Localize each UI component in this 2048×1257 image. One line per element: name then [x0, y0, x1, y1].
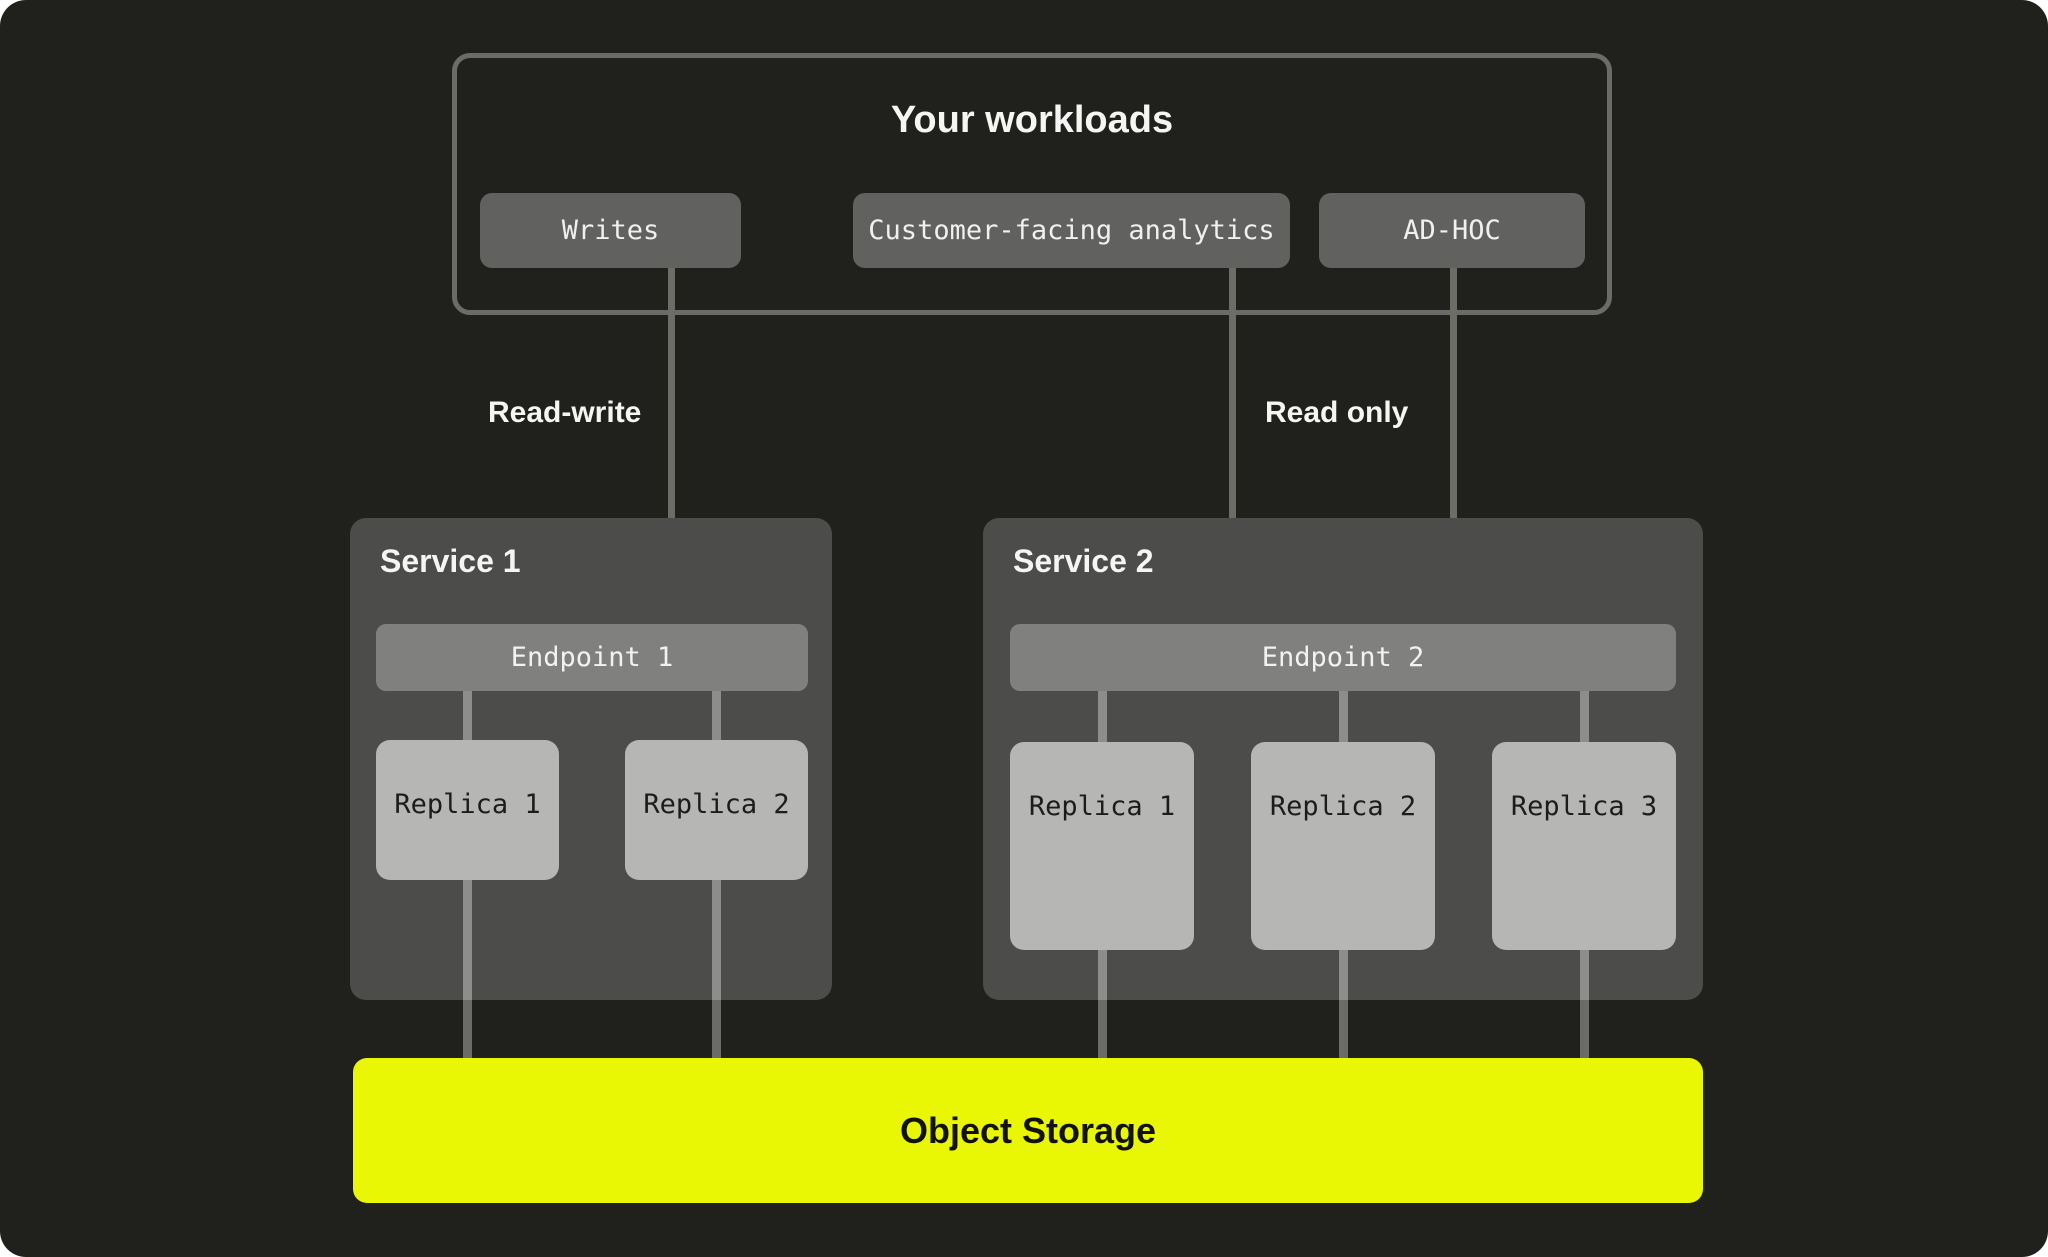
connector-line — [1580, 1000, 1589, 1058]
workloads-title: Your workloads — [890, 99, 1174, 141]
service-1-title: Service 1 — [380, 543, 521, 579]
read-only-label: Read only — [1265, 396, 1409, 429]
service-2-replica-1: Replica 1 — [1010, 742, 1194, 950]
service-1-endpoint: Endpoint 1 — [376, 624, 808, 691]
service-2-replica-3: Replica 3 — [1492, 742, 1676, 950]
workloads-group-box — [452, 53, 1612, 315]
workload-pill-writes: Writes — [480, 193, 741, 268]
workload-pill-customer-facing-analytics: Customer-facing analytics — [853, 193, 1290, 268]
service-2-replica-2: Replica 2 — [1251, 742, 1435, 950]
service-1-replica-1: Replica 1 — [376, 740, 559, 880]
connector-line — [463, 1000, 472, 1058]
connector-line — [1339, 1000, 1348, 1058]
service-2-title: Service 2 — [1013, 543, 1154, 579]
connector-line — [1098, 1000, 1107, 1058]
service-2-endpoint: Endpoint 2 — [1010, 624, 1676, 691]
arrow-line-writes — [668, 268, 675, 594]
object-storage-box: Object Storage — [353, 1058, 1703, 1203]
read-write-label: Read-write — [488, 396, 642, 429]
service-1-replica-2: Replica 2 — [625, 740, 808, 880]
arrow-line-ad-hoc — [1450, 268, 1457, 594]
connector-line — [712, 1000, 721, 1058]
arrow-line-analytics — [1229, 268, 1236, 594]
workload-pill-ad-hoc: AD-HOC — [1319, 193, 1585, 268]
